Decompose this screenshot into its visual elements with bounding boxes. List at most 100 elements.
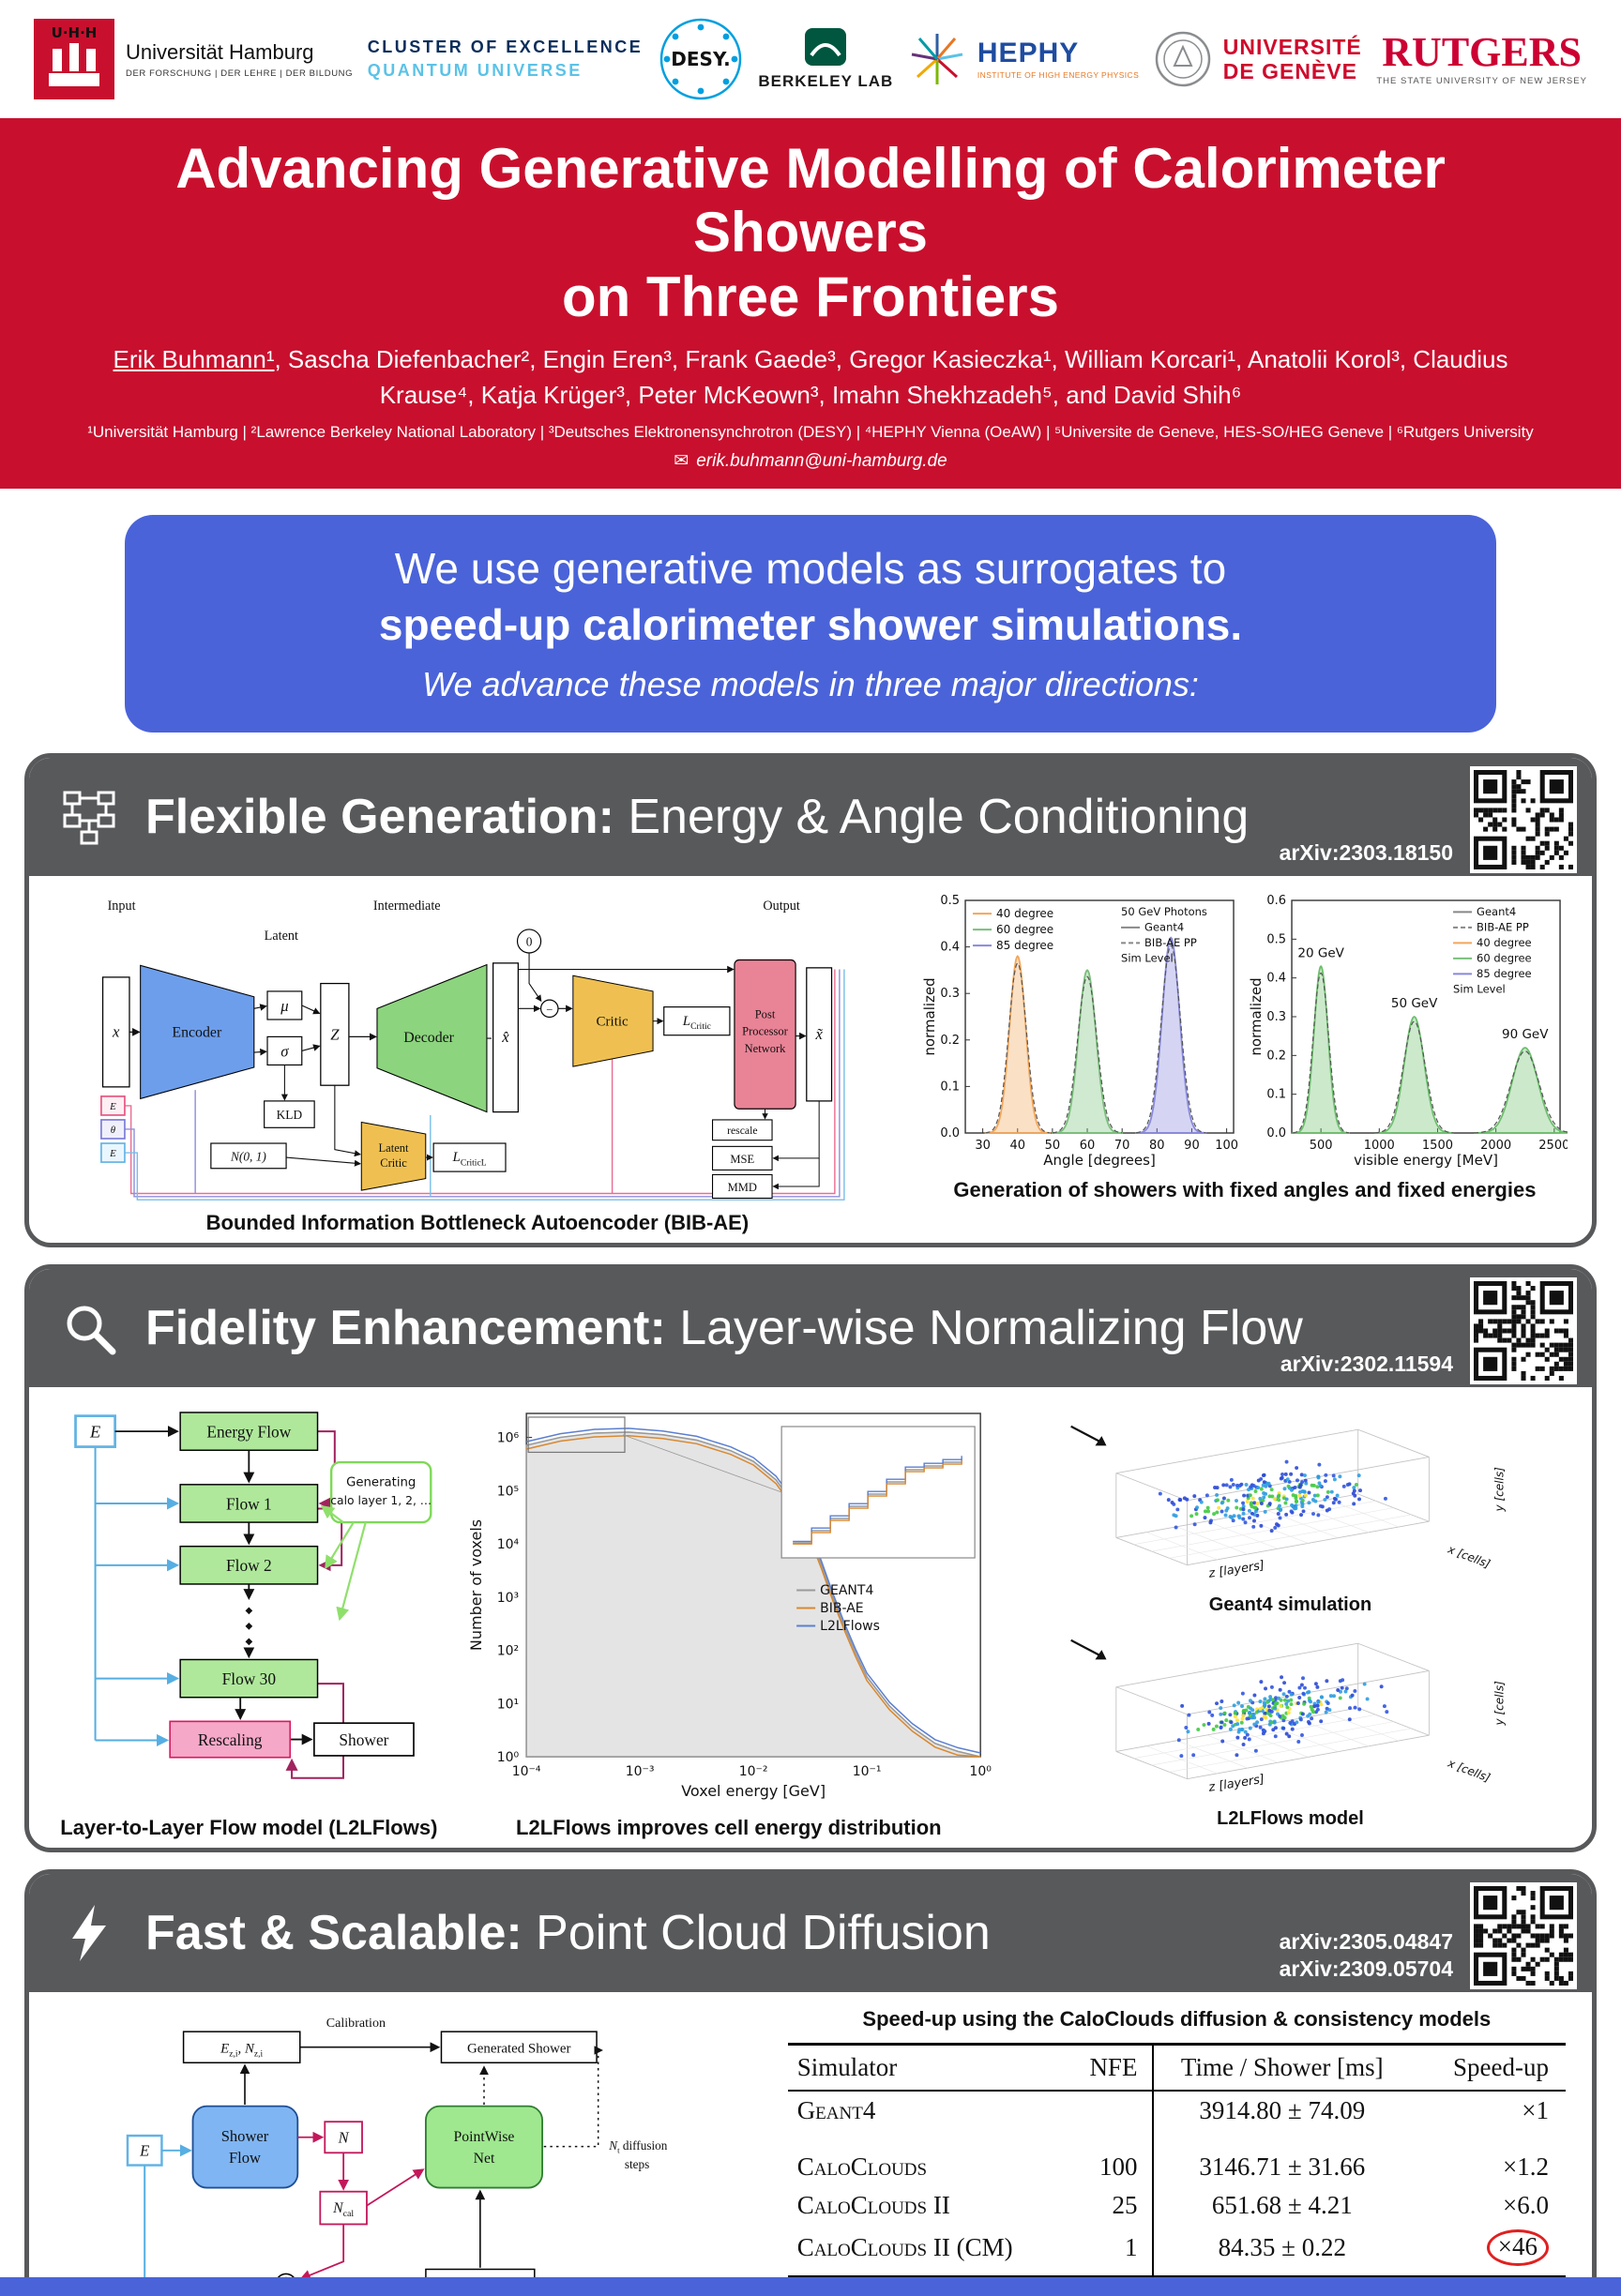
rescaling-label: Rescaling (198, 1731, 263, 1749)
speedup-table: Simulator NFE Time / Shower [ms] Speed-u… (787, 2042, 1566, 2278)
zoom-region (527, 1415, 626, 1453)
berkeley-icon (805, 28, 847, 66)
section2-title-strong: Fidelity Enhancement: (145, 1300, 666, 1355)
kld-label: KLD (277, 1108, 303, 1122)
post-label2: Processor (742, 1024, 788, 1037)
scatter3d-column: z [layers]y [cells]x [cells] Geant4 simu… (1011, 1402, 1569, 1840)
legend-label: 60 degree (996, 923, 1053, 936)
footer-strip (0, 2277, 1621, 2296)
section1-title-strong: Flexible Generation: (145, 789, 614, 844)
pointer-arrow (1070, 1639, 1102, 1657)
x-tick-label: 500 (1310, 1139, 1333, 1153)
y-tick-label: 0.5 (1266, 932, 1286, 946)
data-curve-dashed (1293, 972, 1349, 1133)
y-tick-label: 0.3 (940, 987, 960, 1001)
legend-label: 40 degree (996, 907, 1053, 920)
mse-label: MSE (730, 1152, 754, 1165)
cell-time: 3146.71 ± 31.66 (1199, 2152, 1366, 2181)
rutgers-label: RUTGERS (1382, 29, 1582, 75)
mmd-box (712, 1173, 773, 1199)
section3-arxiv1: arXiv:2305.04847 (1279, 1929, 1453, 1955)
cell-time: 3914.80 ± 74.09 (1199, 2095, 1366, 2124)
loss-critic-box (663, 1005, 731, 1035)
x-label: x (112, 1022, 120, 1040)
label-input: Input (108, 899, 136, 914)
x-tick-label: 60 (1080, 1139, 1096, 1153)
nt-steps-label: Nt diffusion (608, 2138, 667, 2154)
z-box (320, 982, 350, 1086)
grid-lines (1133, 1499, 1412, 1560)
table-title: Speed-up using the CaloClouds diffusion … (862, 2006, 1492, 2031)
section3-title-strong: Fast & Scalable: (145, 1905, 523, 1960)
shower-flow-label1: Shower (221, 2126, 269, 2144)
mse-box (712, 1145, 773, 1171)
legend-label: BIB-AE PP (1477, 920, 1529, 933)
ezi-nzi-label: Ez,i, Nz,i (220, 2041, 263, 2059)
pointwise-label2: Net (474, 2151, 495, 2167)
envelope-icon: ✉ (674, 450, 689, 471)
shower-box (313, 1721, 415, 1757)
affiliations: ¹Universität Hamburg | ²Lawrence Berkele… (87, 422, 1534, 441)
network-diagram-icon (63, 791, 115, 845)
annotation: 90 GeV (1502, 1027, 1549, 1042)
ncal-label: Ncal (332, 2200, 354, 2219)
caloclouds-column: Calibration Ez,i, Nz,i Generated Shower … (55, 2005, 765, 2296)
section-flexible-generation: Flexible Generation: Energy & Angle Cond… (24, 752, 1597, 1247)
y-axis-label: Number of voxels (467, 1518, 485, 1650)
table-row: CaloClouds II (CM) 1 84.35 ± 0.22 ×46 (787, 2224, 1566, 2278)
e-box (74, 1413, 116, 1448)
x-tick-label: 2500 (1538, 1139, 1568, 1153)
cell-simulator: CaloClouds II (CM) (787, 2224, 1068, 2278)
x-tick-label: 10⁰ (969, 1764, 992, 1779)
legend-label: 85 degree (996, 939, 1053, 952)
section-fidelity-enhancement: Fidelity Enhancement: Layer-wise Normali… (24, 1263, 1597, 1852)
plot-frame (1291, 899, 1561, 1134)
hephy-sub: INSTITUTE OF HIGH ENERGY PHYSICS (977, 69, 1140, 80)
section-fast-scalable: Fast & Scalable: Point Cloud Diffusion a… (24, 1868, 1597, 2296)
flow30-label: Flow 30 (222, 1670, 277, 1688)
z-axis-label: z [layers] (1206, 1558, 1265, 1580)
x-tick-label: 10⁻⁴ (511, 1764, 540, 1779)
legend-label: BIB-AE (820, 1601, 864, 1616)
poster-title: Advancing Generative Modelling of Calori… (66, 137, 1555, 329)
section2-title: Fidelity Enhancement: Layer-wise Normali… (145, 1300, 1303, 1356)
data-curve (1134, 935, 1207, 1134)
legend-label: Sim Level (1453, 982, 1506, 995)
x-axis-label: Angle [degrees] (1043, 1152, 1156, 1169)
mu-box (266, 989, 303, 1020)
legend-label: 85 degree (1477, 967, 1532, 980)
annotation: 20 GeV (1297, 945, 1344, 960)
section2-title-rest: Layer-wise Normalizing Flow (665, 1300, 1303, 1355)
y-tick-label: 10¹ (496, 1697, 518, 1712)
geneve-seal-icon (1155, 31, 1210, 87)
conditioning-lines (124, 969, 845, 1201)
header-nfe: NFE (1068, 2042, 1155, 2092)
authors-rest: , Sascha Diefenbacher², Engin Eren³, Fra… (274, 345, 1508, 409)
ezi-nzi-box (182, 2030, 301, 2063)
latent-critic-label2: Critic (380, 1156, 407, 1170)
data-curve-dashed (1052, 975, 1123, 1133)
xtilde-label: x̃ (814, 1024, 823, 1042)
normal-box (210, 1141, 287, 1169)
encoder-label: Encoder (172, 1024, 222, 1040)
loss-criticl-box (432, 1141, 507, 1172)
legend-label: BIB-AE PP (1144, 936, 1197, 949)
cell-simulator: CaloClouds II (796, 2190, 950, 2219)
einc-label: E (109, 1101, 116, 1112)
section3-arxiv2: arXiv:2309.05704 (1279, 1956, 1453, 1981)
energy-flow-box (179, 1411, 319, 1451)
abstract-box: We use generative models as surrogates t… (125, 514, 1496, 733)
point-cloud (1176, 1674, 1389, 1758)
l2lflows-diagram: E Energy Flow Flow 1 Flow 2 ◆◆◆ Flow 30 (74, 1411, 432, 1779)
chain-arrows (235, 1449, 313, 1745)
y-axis-label: normalized (922, 977, 938, 1055)
y-tick-label: 0.2 (1266, 1049, 1286, 1063)
legend-label: L2LFlows (820, 1619, 880, 1634)
